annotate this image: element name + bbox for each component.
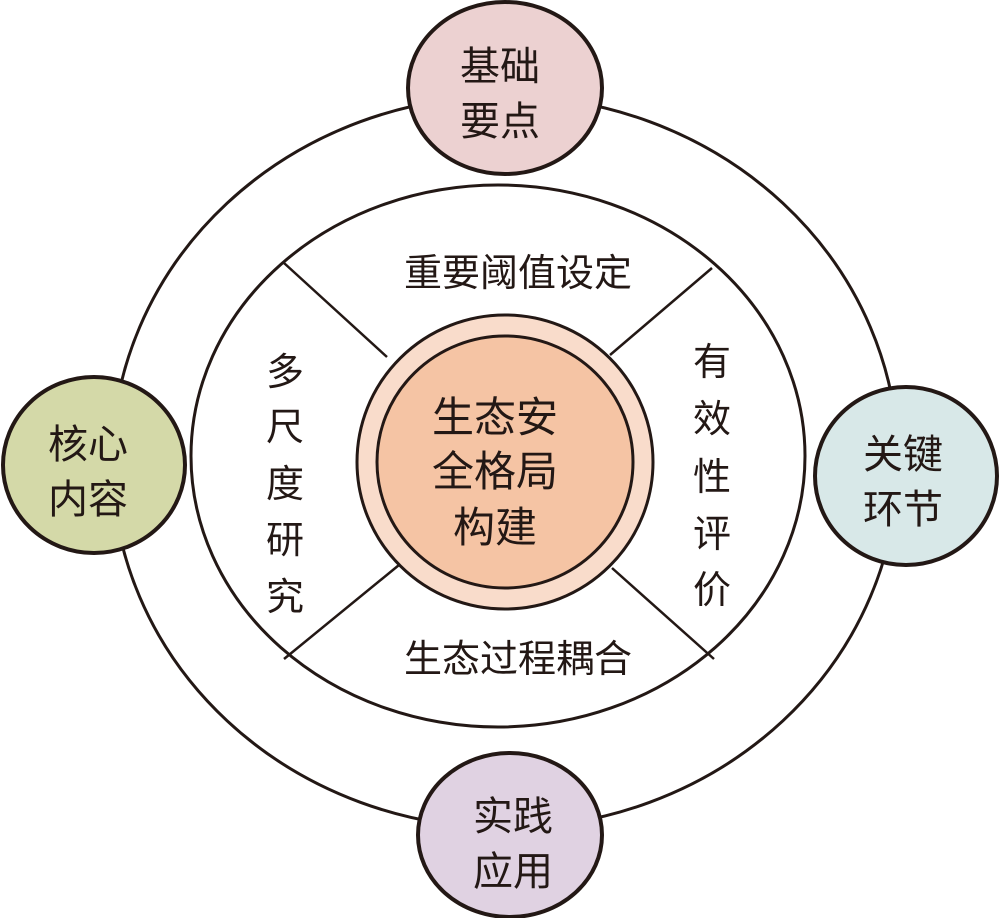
- node-top-circle: [406, 0, 604, 176]
- ring-right-char: 性: [693, 455, 731, 499]
- node-bottom: 实践 应用: [416, 751, 604, 918]
- node-top-line-1: 基础: [460, 44, 540, 90]
- center-circle-inner: [375, 334, 635, 590]
- ring-right-char: 评: [693, 512, 731, 556]
- node-bottom-line-1: 实践: [473, 794, 553, 840]
- ring-left-char: 尺: [266, 405, 304, 449]
- node-bottom-circle: [416, 751, 604, 918]
- node-left-line-1: 核心: [48, 422, 128, 468]
- node-bottom-line-2: 应用: [473, 849, 553, 895]
- node-left: 核心 内容: [1, 375, 187, 555]
- center-line-1: 生态安: [432, 393, 558, 442]
- node-right-line-1: 关键: [863, 432, 943, 478]
- center-line-3: 构建: [453, 503, 537, 552]
- ring-right-char: 效: [693, 397, 731, 441]
- ring-left-char: 度: [266, 462, 304, 506]
- divider-bottom-left: [283, 564, 400, 660]
- node-right: 关键 环节: [813, 385, 999, 567]
- ring-right-char: 价: [693, 568, 731, 612]
- ring-left-label: 多 尺 度 研 究: [266, 350, 304, 619]
- divider-bottom-right: [611, 567, 715, 660]
- ring-right-char: 有: [693, 340, 731, 384]
- node-left-line-2: 内容: [48, 477, 128, 523]
- node-right-line-2: 环节: [863, 487, 943, 533]
- node-top: 基础 要点: [406, 0, 604, 176]
- node-top-line-2: 要点: [460, 99, 540, 145]
- ring-left-char: 多: [266, 350, 304, 394]
- node-left-circle: [1, 375, 187, 555]
- divider-top-right: [609, 267, 713, 356]
- node-right-circle: [813, 385, 999, 567]
- ring-right-label: 有 效 性 评 价: [693, 340, 731, 612]
- ring-bottom-label: 生态过程耦合: [404, 637, 632, 681]
- ring-top-label: 重要阈值设定: [404, 251, 632, 295]
- ring-left-char: 究: [266, 575, 304, 619]
- divider-top-left: [283, 262, 388, 358]
- ring-left-char: 研: [266, 518, 304, 562]
- center-line-2: 全格局: [432, 447, 558, 496]
